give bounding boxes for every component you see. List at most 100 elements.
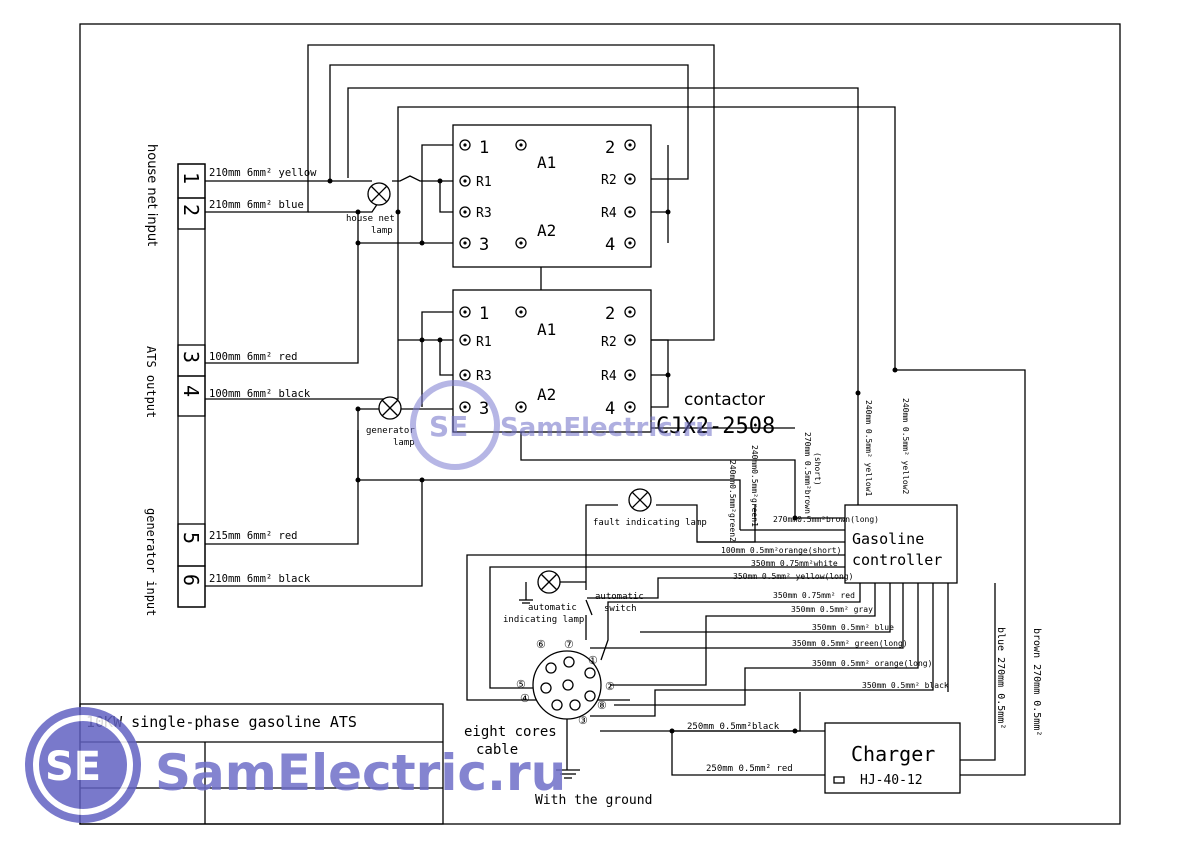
house-net-lamp-label-2: lamp [371, 226, 393, 236]
pin-label: ② [605, 680, 615, 693]
terminal-3-number: 3 [179, 351, 203, 363]
house-net-lamp-icon [367, 182, 391, 206]
contactor-2: 1 R1 R3 3 A1 A2 2 R2 R4 4 [452, 289, 652, 433]
ctrl-wire-label: 350mm 0.75mm² red [773, 591, 855, 600]
samelectric-watermark-large: SE SamElectric.ru [25, 707, 566, 823]
terminal-4-number: 4 [179, 385, 203, 397]
c2-label-4: 4 [605, 399, 615, 419]
ctrl-wire-label: 350mm 0.5mm² yellow(long) [733, 572, 853, 581]
gasoline-controller [844, 504, 958, 584]
controller-wire-labels: 270mm0.5mm²brown(long) 100mm 0.5mm²orang… [721, 515, 949, 690]
generator-lamp-icon [378, 396, 402, 420]
ctrl-wire-label: 100mm 0.5mm²orange(short) [721, 546, 841, 555]
wire-yellow1-label: 240mm 0.5mm² yellow1 [864, 400, 873, 497]
wire-green2-label: 240mm0.5mm²green2 [728, 460, 737, 542]
c2-label-a1: A1 [537, 320, 556, 339]
fault-lamp-icon [628, 488, 652, 512]
automatic-lamp-icon [537, 570, 561, 594]
ctrl-wire-label: 350mm 0.5mm² gray [791, 605, 873, 614]
svg-text:SE: SE [429, 410, 468, 443]
charger-model: HJ-40-12 [860, 773, 923, 788]
contactor-model: CJX2-2508 [656, 414, 775, 439]
pin-label: ⑤ [516, 678, 526, 691]
ctrl-wire-label: 350mm 0.75mm²white [751, 559, 838, 568]
eight-cores-label-1: eight cores [464, 724, 557, 740]
terminal-wire-4-label: 100mm 6mm² black [209, 388, 311, 400]
automatic-switch-label-1: automatic [595, 592, 644, 602]
c2-label-r4: R4 [601, 369, 617, 384]
c1-label-2: 2 [605, 138, 615, 158]
c1-label-4: 4 [605, 235, 615, 255]
controller-name-line2: controller [852, 551, 942, 569]
c1-label-r2: R2 [601, 173, 617, 188]
automatic-lamp-label-2: indicating lamp [503, 615, 584, 625]
contactor-1: 1 R1 R3 3 A1 A2 2 R2 R4 4 [452, 124, 652, 268]
pin-label: ⑦ [564, 638, 574, 651]
c2-label-3: 3 [479, 399, 489, 419]
wire-brown-label: 270mm 0.5mm²brown [803, 432, 812, 514]
c2-label-r2: R2 [601, 335, 617, 350]
terminal-wire-2-label: 210mm 6mm² blue [209, 199, 304, 211]
terminal-wire-1-label: 210mm 6mm² yellow [209, 167, 317, 179]
terminal-5-number: 5 [179, 532, 203, 544]
automatic-switch-icon [585, 560, 593, 640]
samelectric-watermark-small: SE SamElectric.ru [410, 380, 714, 470]
terminal-block: 1 2 3 4 5 6 house net input ATS output g… [144, 144, 206, 616]
pin-label: ⑧ [597, 699, 607, 712]
wire-yellow2-label: 240mm 0.5mm² yellow2 [901, 398, 910, 495]
pin-label: ① [588, 654, 598, 667]
ground-label: With the ground [535, 793, 652, 808]
pin-label: ③ [578, 714, 588, 727]
pin-label: ④ [520, 692, 530, 705]
c2-label-2: 2 [605, 304, 615, 324]
svg-text:SamElectric.ru: SamElectric.ru [155, 744, 566, 802]
charger-box [824, 722, 961, 794]
ctrl-wire-label: 270mm0.5mm²brown(long) [773, 515, 879, 524]
terminal-wire-6-label: 210mm 6mm² black [209, 573, 311, 585]
pin-label: ⑥ [536, 638, 546, 651]
drawing-frame [79, 23, 1121, 825]
wire-green1-label: 240mm0.5mm²green1 [750, 445, 759, 527]
charger-brown-wire-label: brown 270mm 0.5mm² [1031, 628, 1042, 736]
title-block-title: 10KW single-phase gasoline ATS [86, 713, 357, 731]
controller-wiring [466, 504, 996, 776]
c1-label-a2: A2 [537, 221, 556, 240]
charger-name: Charger [851, 742, 935, 766]
ground-icon [556, 719, 580, 779]
c1-label-1: 1 [479, 138, 489, 158]
charger-black-wire-label: 250mm 0.5mm²black [687, 722, 780, 732]
generator-input-label: generator input [144, 508, 158, 616]
controller-name-line1: Gasoline [852, 530, 924, 548]
ctrl-wire-label: 350mm 0.5mm² green(long) [792, 639, 908, 648]
eight-pin-connector [532, 650, 602, 720]
lamp-ground-icon [519, 599, 533, 604]
c2-label-r1: R1 [476, 335, 492, 350]
ctrl-wire-label: 350mm 0.5mm² blue [812, 623, 894, 632]
c2-label-r3: R3 [476, 369, 492, 384]
ctrl-wire-label: 350mm 0.5mm² orange(long) [812, 659, 932, 668]
terminal-wire-5-label: 215mm 6mm² red [209, 530, 298, 542]
c1-label-r1: R1 [476, 175, 492, 190]
eight-cores-label-2: cable [476, 742, 518, 758]
charger-red-wire-label: 250mm 0.5mm² red [706, 764, 793, 774]
junction-dots [327, 176, 898, 734]
c2-label-1: 1 [479, 304, 489, 324]
automatic-lamp-label-1: automatic [528, 603, 577, 613]
generator-lamp-label-1: generator [366, 426, 415, 436]
terminal-1-number: 1 [179, 172, 203, 184]
automatic-switch-label-2: switch [604, 604, 637, 614]
house-net-lamp-label-1: house net [346, 214, 395, 224]
house-net-input-label: house net input [144, 144, 159, 246]
svg-text:SE: SE [45, 744, 101, 790]
c1-label-r4: R4 [601, 206, 617, 221]
terminal-2-number: 2 [179, 204, 203, 216]
ats-output-label: ATS output [144, 346, 158, 418]
terminal-6-number: 6 [179, 574, 203, 586]
svg-text:SamElectric.ru: SamElectric.ru [500, 413, 714, 443]
c1-label-r3: R3 [476, 206, 492, 221]
c1-label-3: 3 [479, 235, 489, 255]
c1-label-a1: A1 [537, 153, 556, 172]
fault-lamp-label: fault indicating lamp [593, 518, 707, 528]
contactor-label: contactor [684, 390, 765, 410]
